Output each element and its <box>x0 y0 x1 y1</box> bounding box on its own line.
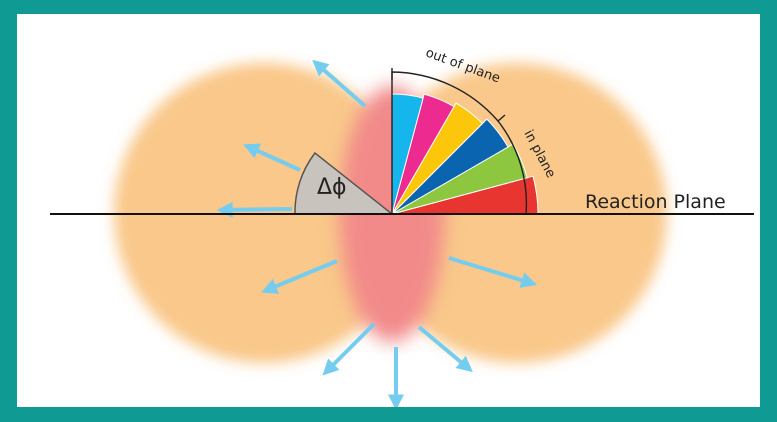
reaction-plane-label: Reaction Plane <box>585 191 726 213</box>
flow-arrows <box>216 59 538 407</box>
flow-arrow-bottom-right <box>417 325 473 373</box>
flow-arrow-upper-left <box>312 59 367 108</box>
delta-phi-label: Δϕ <box>317 175 347 200</box>
out-of-plane-bracket <box>391 71 506 122</box>
sector-magenta <box>391 93 455 215</box>
flow-arrow-lower-right <box>448 256 538 288</box>
sector-yellow <box>391 102 484 215</box>
diagram-frame: Reaction Plane Δϕ out of plane in plane <box>17 14 760 407</box>
flow-arrow-lower-left <box>261 259 338 294</box>
angular-sectors <box>391 68 539 215</box>
reaction-plane-diagram: Reaction Plane Δϕ out of plane in plane <box>50 46 754 407</box>
in-plane-bracket <box>497 120 528 215</box>
flow-arrow-left <box>216 201 293 218</box>
sector-blue <box>391 118 509 215</box>
flow-arrow-bottom-left <box>322 322 376 376</box>
flow-arrow-left-upper <box>243 143 301 172</box>
